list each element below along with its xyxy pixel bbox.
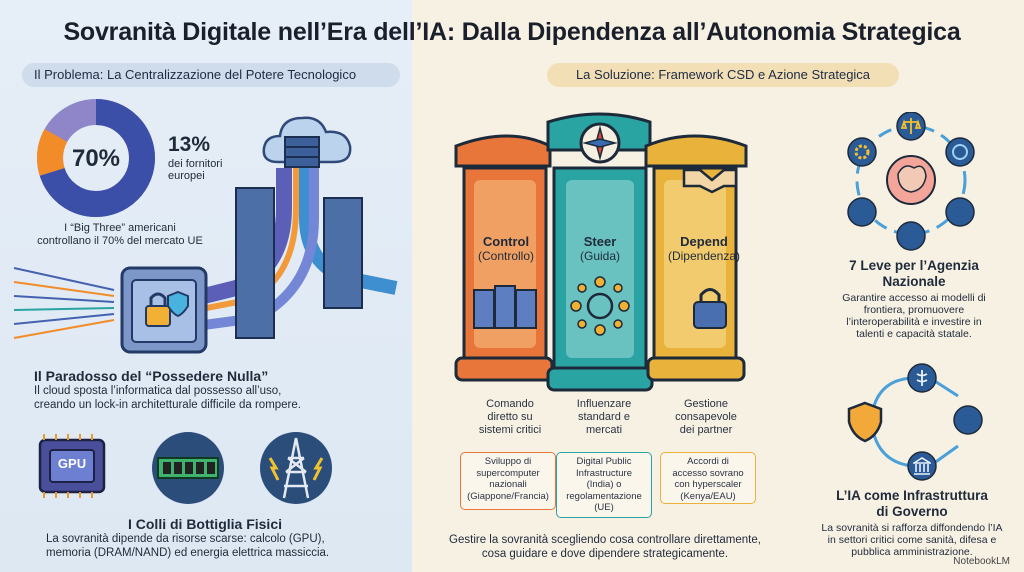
depend-example-2: accesso sovrano — [672, 467, 744, 479]
page-title: Sovranità Digitale nell’Era dell’IA: Dal… — [63, 18, 961, 46]
paradox-line1: Il cloud sposta l’informatica dal posses… — [34, 385, 282, 397]
pillar-depend-desc-1: Gestione — [683, 398, 729, 410]
pillar-control-desc: Comando diretto su sistemi critici — [462, 398, 558, 437]
pillar-depend-desc-2: consapevole — [675, 411, 737, 423]
pillar-control-sub: (Controllo) — [477, 249, 534, 263]
pillar-steer-desc-2: standard e — [578, 411, 630, 423]
levers-line3: l’interoperabilità e investire in — [846, 316, 982, 328]
brain-icon — [952, 144, 968, 160]
donut-side-value: 13% — [168, 133, 211, 156]
pillar-control-name: Control — [482, 234, 530, 249]
pillar-depend-desc: Gestione consapevole dei partner — [658, 398, 754, 437]
steer-example-1: Digital Public — [576, 456, 632, 467]
gear-icon — [854, 144, 870, 160]
servers-icon — [473, 285, 537, 329]
pillar-depend-sub: (Dipendenza) — [667, 249, 741, 263]
pillar-control-desc-2: diretto su — [487, 411, 533, 423]
pillar-steer-label: Steer (Guida) — [552, 234, 648, 264]
levers-line4: talenti e capacità statale. — [856, 328, 972, 340]
infrastructure-line3: pubblica amministrazione. — [851, 546, 973, 558]
donut-caption-line1: I “Big Three” americani — [64, 222, 176, 234]
control-example-2: supercomputer — [476, 467, 540, 479]
donut-side-line2: europei — [168, 170, 205, 182]
infrastructure-title-line2: di Governo — [876, 504, 948, 519]
infrastructure-title-line1: L’IA come Infrastruttura — [836, 488, 988, 503]
paradox-line2: creando un lock-in architetturale diffic… — [34, 399, 301, 411]
control-example-3: nazionali — [489, 479, 527, 490]
depend-example-1: Accordi di — [687, 456, 729, 467]
infrastructure-line2: in settori critici come sanità, difesa e — [827, 534, 997, 546]
handshake-icon — [682, 168, 738, 194]
network-icon — [570, 276, 630, 336]
scales-icon — [901, 118, 921, 134]
pillar-steer-example: Digital Public Infrastructure (India) o … — [556, 452, 652, 518]
levers-cycle-graphic — [847, 112, 975, 251]
lock-icon — [693, 288, 727, 329]
donut-caption-line2: controllano il 70% del mercato UE — [37, 235, 203, 247]
depend-example-3: con hyperscaler — [674, 479, 742, 490]
levers-line2: frontiera, promuovere — [863, 304, 965, 316]
pillar-control-label: Control (Controllo) — [458, 234, 554, 264]
control-example-4: (Giappone/Francia) — [467, 490, 549, 502]
control-example-1: Sviluppo di — [484, 456, 532, 467]
steer-example-5: (UE) — [594, 502, 614, 513]
input-lines — [13, 267, 115, 339]
steer-example-2: Infrastructure — [576, 467, 632, 479]
pillar-depend-name: Depend — [680, 234, 728, 249]
gpu-chip-icon — [38, 434, 106, 498]
pillars-footer-line2: cosa guidare e dove dipendere strategica… — [481, 548, 729, 560]
infrastructure-line1: La sovranità si rafforza diffondendo l’I… — [821, 522, 1003, 534]
pillar-steer-name: Steer — [583, 234, 617, 249]
pillar-control-desc-1: Comando — [486, 398, 534, 410]
levers-title-line1: 7 Leve per l’Agenzia — [849, 258, 979, 273]
shield-icon — [847, 401, 883, 443]
pillar-steer-desc-3: mercati — [585, 424, 623, 436]
power-tower-icon — [260, 432, 332, 504]
pillar-depend-desc-3: dei partner — [679, 424, 733, 436]
levers-line1: Garantire accesso ai modelli di — [842, 292, 986, 304]
pillar-control-desc-3: sistemi critici — [478, 424, 542, 436]
levers-title-line2: Nazionale — [882, 274, 946, 289]
problem-header: Il Problema: La Centralizzazione del Pot… — [22, 63, 400, 87]
pillar-steer-sub: (Guida) — [579, 249, 620, 263]
pillar-depend-label: Depend (Dipendenza) — [656, 234, 752, 264]
paradox-title: Il Paradosso del “Possedere Nulla” — [34, 368, 269, 384]
pillar-control-example: Sviluppo di supercomputer nazionali (Gia… — [460, 452, 556, 510]
steer-example-4: regolamentazione — [566, 490, 642, 502]
donut-center-value: 70% — [71, 145, 121, 172]
pillar-steer-desc: Influenzare standard e mercati — [556, 398, 652, 437]
solution-header: La Soluzione: Framework CSD e Azione Str… — [547, 63, 899, 87]
brand-logo: NotebookLM — [953, 556, 1010, 567]
data-flow-streams — [196, 168, 398, 339]
steer-example-3: (India) o — [586, 479, 622, 490]
server-icon — [284, 136, 320, 168]
pillars-footer-line1: Gestire la sovranità scegliendo cosa con… — [449, 534, 761, 546]
pillar-steer-desc-1: Influenzare — [576, 398, 632, 410]
depend-example-4: (Kenya/EAU) — [680, 490, 736, 502]
bottlenecks-line1: La sovranità dipende da risorse scarse: … — [46, 533, 325, 545]
market-share-donut — [37, 99, 155, 217]
bottlenecks-title: I Colli di Bottiglia Fisici — [127, 516, 282, 532]
government-icon — [913, 457, 931, 475]
bottlenecks-line2: memoria (DRAM/NAND) ed energia elettrica… — [46, 547, 330, 559]
memory-icon — [152, 432, 224, 504]
donut-side-line1: dei fornitori — [168, 158, 223, 170]
gpu-label: GPU — [57, 456, 87, 471]
vault-icon — [120, 266, 208, 354]
compass-icon — [579, 122, 621, 164]
caduceus-icon — [916, 370, 928, 386]
pillar-depend-example: Accordi di accesso sovrano con hyperscal… — [660, 452, 756, 504]
